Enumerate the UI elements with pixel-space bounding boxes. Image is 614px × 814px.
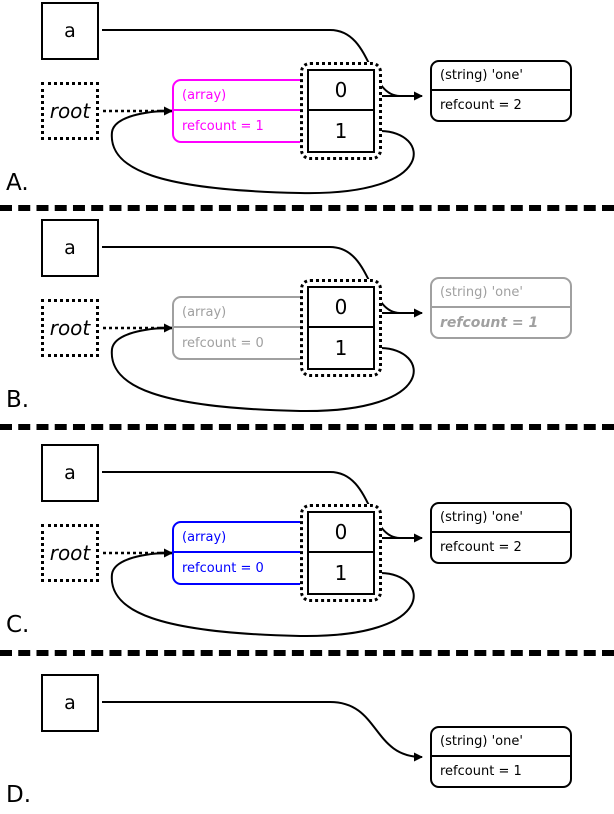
array-zval-box: (array) refcount = 0 bbox=[172, 296, 312, 360]
panel-separator-3 bbox=[0, 650, 614, 656]
array-type-label: (array) bbox=[174, 81, 310, 111]
variable-label: a bbox=[64, 237, 76, 259]
array-index-container: 0 1 bbox=[300, 279, 382, 377]
root-box: root bbox=[41, 299, 99, 357]
string-type-label: (string) 'one' bbox=[432, 504, 570, 533]
variable-box-a: a bbox=[41, 674, 99, 732]
variable-label: a bbox=[64, 462, 76, 484]
root-label: root bbox=[49, 99, 91, 123]
string-refcount-label: refcount = 2 bbox=[440, 98, 522, 113]
panel-letter-a: A. bbox=[6, 170, 29, 196]
panel-letter-d: D. bbox=[6, 782, 32, 808]
panel-c: a root (array) refcount = 0 0 1 (string)… bbox=[0, 435, 614, 645]
panel-a: a root (array) refcount = 1 0 1 (string)… bbox=[0, 0, 614, 200]
variable-box-a: a bbox=[41, 444, 99, 502]
string-refcount-label: refcount = 1 bbox=[440, 764, 522, 779]
array-index-cells: 0 1 bbox=[307, 286, 375, 370]
array-type-label: (array) bbox=[174, 298, 310, 328]
string-type-label: (string) 'one' bbox=[432, 279, 570, 308]
array-index-cell-0: 0 bbox=[309, 288, 373, 328]
array-index-container: 0 1 bbox=[300, 504, 382, 602]
root-label: root bbox=[49, 316, 91, 340]
root-label: root bbox=[49, 541, 91, 565]
string-zval-box: (string) 'one' refcount = 2 bbox=[430, 60, 572, 122]
array-index-cell-0: 0 bbox=[309, 71, 373, 111]
panel-separator-2 bbox=[0, 424, 614, 430]
array-index-cells: 0 1 bbox=[307, 511, 375, 595]
array-index-cell-1: 1 bbox=[334, 119, 348, 143]
variable-label: a bbox=[64, 20, 76, 42]
array-index-container: 0 1 bbox=[300, 62, 382, 160]
array-refcount-label: refcount = 0 bbox=[182, 560, 264, 576]
array-zval-box: (array) refcount = 1 bbox=[172, 79, 312, 143]
string-type-label: (string) 'one' bbox=[432, 62, 570, 91]
array-zval-box: (array) refcount = 0 bbox=[172, 521, 312, 585]
panel-letter-c: C. bbox=[6, 612, 30, 638]
variable-box-a: a bbox=[41, 219, 99, 277]
root-box: root bbox=[41, 524, 99, 582]
string-refcount-label: refcount = 2 bbox=[440, 540, 522, 555]
array-type-label: (array) bbox=[174, 523, 310, 553]
variable-label: a bbox=[64, 692, 76, 714]
variable-box-a: a bbox=[41, 2, 99, 60]
panel-letter-b: B. bbox=[6, 387, 30, 413]
string-zval-box: (string) 'one' refcount = 2 bbox=[430, 502, 572, 564]
string-zval-box: (string) 'one' refcount = 1 bbox=[430, 277, 572, 339]
panel-d: a (string) 'one' refcount = 1 D. bbox=[0, 660, 614, 814]
string-type-label: (string) 'one' bbox=[432, 728, 570, 757]
root-box: root bbox=[41, 82, 99, 140]
array-index-cells: 0 1 bbox=[307, 69, 375, 153]
panel-b: a root (array) refcount = 0 0 1 (string)… bbox=[0, 215, 614, 420]
panel-separator-1 bbox=[0, 205, 614, 211]
array-index-cell-1: 1 bbox=[334, 561, 348, 585]
array-index-cell-1: 1 bbox=[334, 336, 348, 360]
array-refcount-label: refcount = 0 bbox=[182, 335, 264, 351]
array-index-cell-0: 0 bbox=[309, 513, 373, 553]
string-zval-box: (string) 'one' refcount = 1 bbox=[430, 726, 572, 788]
string-refcount-label: refcount = 1 bbox=[440, 314, 539, 331]
array-refcount-label: refcount = 1 bbox=[182, 118, 264, 134]
